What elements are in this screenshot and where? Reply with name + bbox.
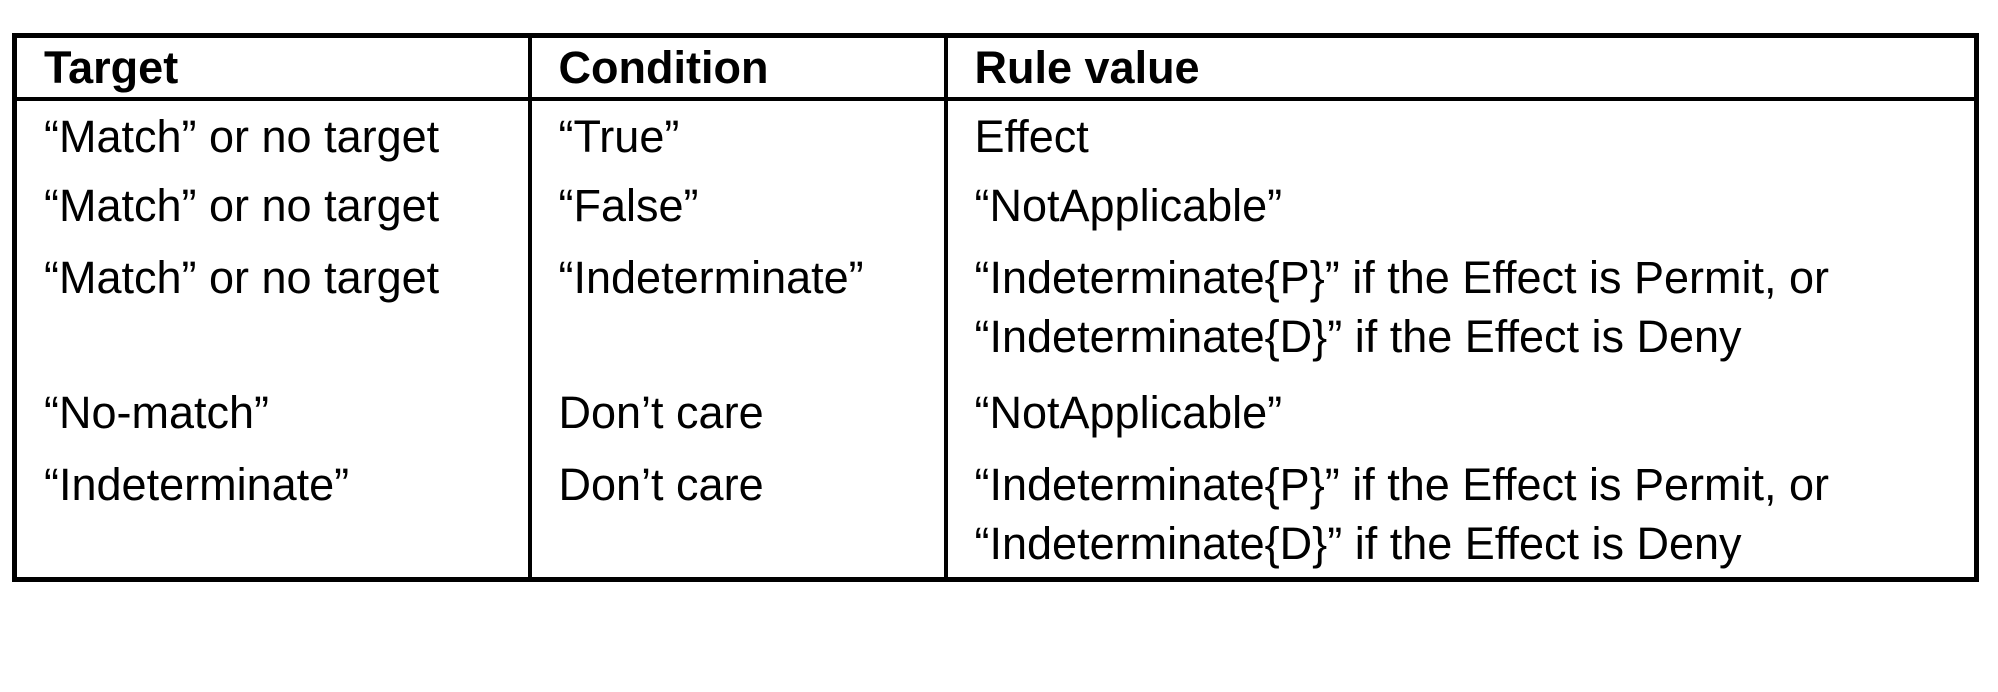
rule-value-cell: “NotApplicable” [943,170,1979,242]
condition-cell: “False” [527,170,948,242]
table-row: “Match” or no target “True” Effect [12,99,1979,170]
table-row: “No-match” Don’t care “NotApplicable” [12,377,1979,449]
rule-value-cell: “Indeterminate{P}” if the Effect is Perm… [943,449,1979,580]
target-cell: “Match” or no target [12,170,532,242]
rule-truth-table: Target Condition Rule value “Match” or n… [12,33,1979,582]
target-cell: “Indeterminate” [12,449,532,580]
table-row: “Indeterminate” Don’t care “Indeterminat… [12,449,1979,580]
condition-cell: “Indeterminate” [527,242,948,377]
condition-cell: “True” [527,99,948,170]
condition-cell: Don’t care [527,449,948,580]
table-row: “Match” or no target “False” “NotApplica… [12,170,1979,242]
target-cell: “No-match” [12,377,532,449]
target-cell: “Match” or no target [12,99,532,170]
column-header-rule-value: Rule value [943,35,1979,101]
target-cell: “Match” or no target [12,242,532,377]
rule-value-cell: “NotApplicable” [943,377,1979,449]
table-header-row: Target Condition Rule value [12,35,1979,101]
column-header-target: Target [12,35,532,101]
column-header-condition: Condition [527,35,948,101]
rule-value-cell: “Indeterminate{P}” if the Effect is Perm… [943,242,1979,377]
table-row: “Match” or no target “Indeterminate” “In… [12,242,1979,377]
condition-cell: Don’t care [527,377,948,449]
rule-value-cell: Effect [943,99,1979,170]
